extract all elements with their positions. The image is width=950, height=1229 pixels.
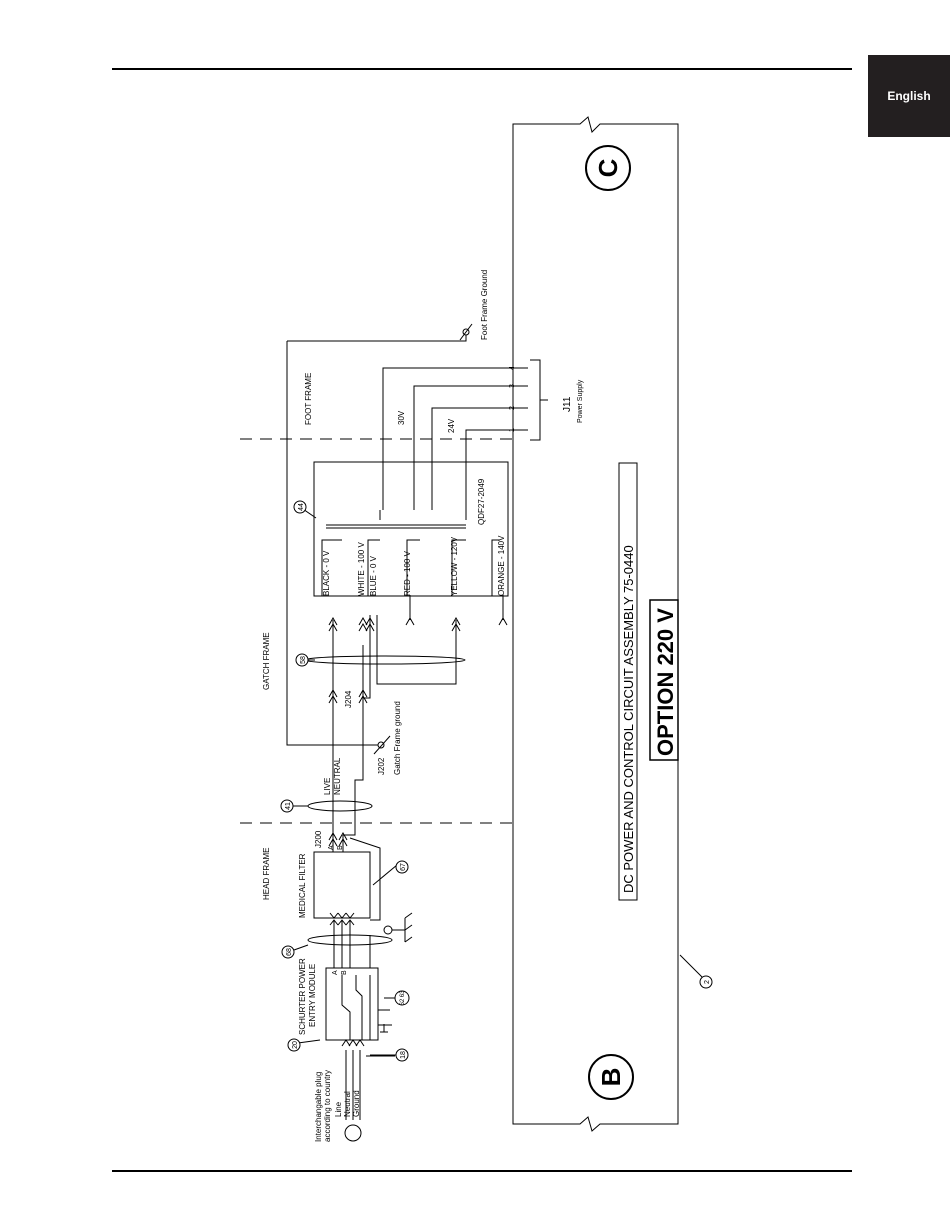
tap-orange: ORANGE - 140V [497,535,506,596]
plug-neutral: Neutral [343,1091,352,1117]
callout-41-text: 41 [285,802,292,810]
j204-label: J204 [344,690,353,708]
live-label: LIVE [323,778,332,795]
schurter-label-2: ENTRY MODULE [308,964,317,1027]
plug-line: Line [334,1101,343,1117]
connector-b [588,1054,634,1100]
callout-44-text: 44 [298,503,305,511]
tap-red: RED - 100 V [403,550,412,596]
medical-filter-label: MEDICAL FILTER [298,853,307,918]
title-box [618,462,638,901]
callout-20 [287,1038,301,1052]
callout-41 [280,799,294,813]
schurter-pin-a: A [332,970,339,975]
callout-20-text: 20 [292,1041,299,1049]
callout-67-text: 67 [400,863,407,871]
j200-a: A [328,845,335,850]
j202-label: J202 [377,757,386,775]
schurter-module [325,967,379,1041]
plug-label-1: Interchangable plug [314,1072,323,1142]
plug-ground: Ground [352,1090,361,1117]
gatch-frame-label: GATCH FRAME [262,632,271,690]
transformer [313,461,509,597]
transformer-part: QDF27-2049 [477,478,486,525]
connector-c-label: C [593,158,623,177]
header-rule [112,68,852,70]
schurter-label-1: SCHURTER POWER [298,958,307,1035]
schurter-pin-b: B [341,970,348,975]
callout-58 [295,653,309,667]
voltage-30v: 30V [397,410,406,425]
j11-pin-2: 2 [509,406,516,410]
connector-b-label: B [596,1068,626,1087]
callout-44 [293,500,307,514]
voltage-24v: 24V [447,418,456,433]
foot-frame-label: FOOT FRAME [304,373,313,425]
j200-b: B [337,845,344,850]
j11-pin-4: 4 [509,366,516,370]
callout-18 [395,1048,409,1062]
callout-2 [699,975,713,989]
callout-6263 [394,990,410,1006]
j200-label: J200 [314,830,323,848]
ground-terminal [383,925,393,935]
callout-68-text: 68 [286,948,293,956]
tap-black: BLACK - 0 V [322,550,331,596]
foot-ground-label: Foot Frame Ground [480,270,489,340]
option-box [649,599,679,761]
head-frame-label: HEAD FRAME [262,848,271,900]
callout-18-text: 18 [400,1051,407,1059]
footer-rule [112,1170,852,1172]
callout-58-text: 58 [300,656,307,664]
plug-icon [344,1124,362,1142]
connector-c [585,145,631,191]
plug-label-2: according to country [323,1070,332,1142]
j11-desc: Power Supply [577,379,584,423]
callout-2-text: 2 [704,980,711,984]
option-title: OPTION 220 V [653,608,678,756]
gatch-ground-label: Gatch Frame ground [393,701,402,775]
language-tab[interactable]: English [868,55,950,137]
tap-blue: BLUE - 0 V [369,555,378,596]
callout-6263-text: 62 63 [400,990,406,1006]
tap-white: WHITE - 100 V [357,542,366,596]
medical-filter [313,851,371,919]
tap-yellow: YELLOW - 120V [450,536,459,596]
j11-pin-1: 1 [509,428,516,432]
outer-frame [512,116,679,1132]
assembly-title: DC POWER AND CONTROL CIRCUIT ASSEMBLY 75… [621,545,636,893]
cable-41 [307,800,373,812]
j11-pin-3: 3 [509,384,516,388]
neutral-label: NEUTRAL [333,757,342,795]
callout-68 [281,945,295,959]
cable-68 [307,934,393,946]
cable-58 [304,655,466,665]
j11-label: J11 [562,396,573,412]
callout-67 [395,860,409,874]
